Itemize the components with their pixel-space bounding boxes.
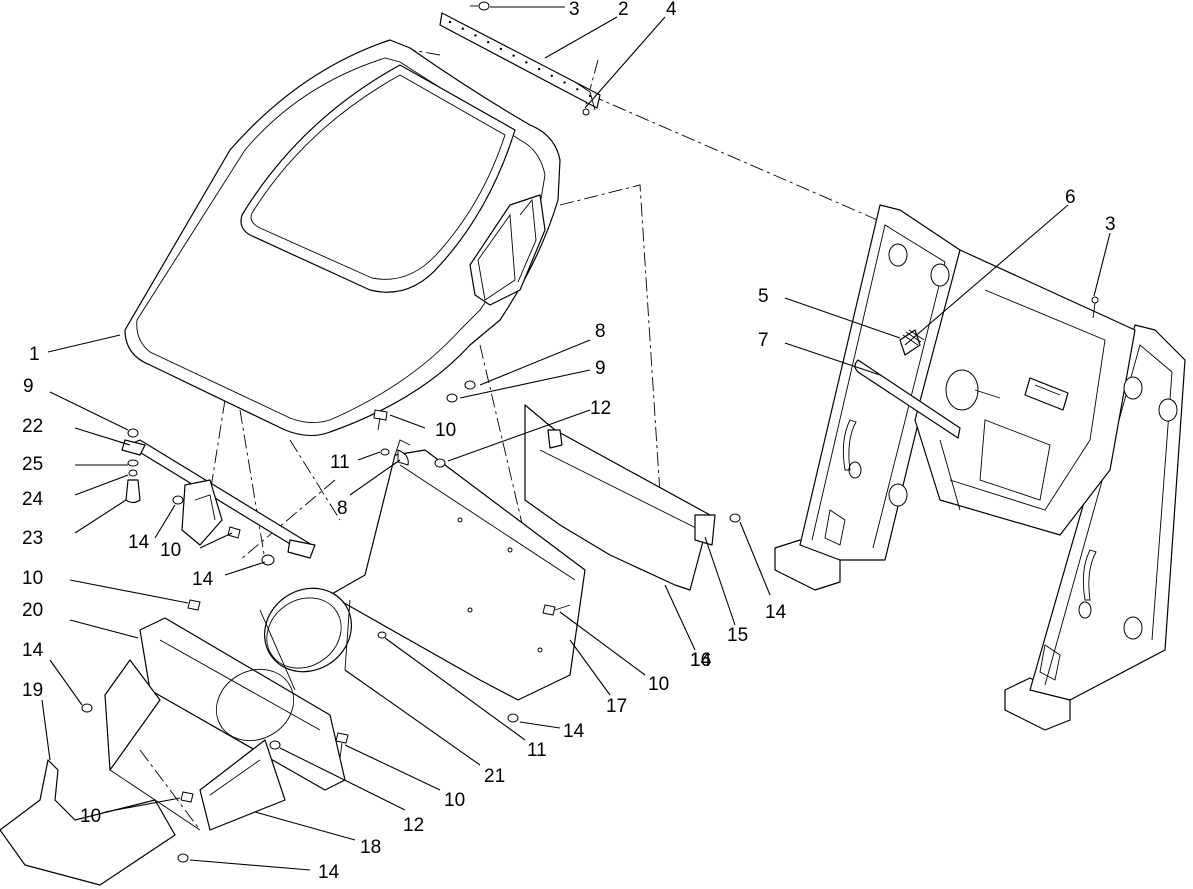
callout-label: 12 <box>403 815 424 836</box>
duct-ring <box>259 587 353 691</box>
callout-label: 14 <box>22 640 44 661</box>
callout-label: 4 <box>666 0 677 20</box>
leader-lines <box>41 6 1111 871</box>
callout-label: 3 <box>1105 214 1116 235</box>
mount-bracket <box>121 428 316 559</box>
strip-hole <box>486 40 490 44</box>
strip-hole <box>448 20 452 24</box>
callout-label: 15 <box>727 625 748 646</box>
callout-label: 10 <box>22 568 43 589</box>
strip-hole <box>499 47 503 51</box>
callout-label: 11 <box>330 452 350 473</box>
callout-label: 14 <box>690 650 712 671</box>
callout-label: 16 <box>690 650 711 671</box>
callout-label: 14 <box>563 721 585 742</box>
callout-label: 8 <box>337 498 348 519</box>
support-frame <box>774 204 1186 731</box>
callouts: 1 2 3 3 4 5 6 7 8 8 9 9 10 10 10 10 10 1… <box>22 0 1116 883</box>
callout-label: 2 <box>618 0 629 20</box>
callout-label: 9 <box>595 358 606 379</box>
callout-label: 10 <box>435 420 456 441</box>
callout-label: 14 <box>765 602 787 623</box>
callout-label: 11 <box>527 740 547 761</box>
callout-label: 10 <box>160 540 181 561</box>
callout-label: 19 <box>22 680 43 701</box>
callout-label: 8 <box>595 321 606 342</box>
side-panel <box>329 439 586 701</box>
hardware <box>81 1 1099 863</box>
callout-label: 10 <box>80 806 101 827</box>
callout-label: 18 <box>360 837 381 858</box>
lower-chute <box>0 659 286 886</box>
callout-label: 5 <box>758 286 769 307</box>
callout-label: 17 <box>606 696 627 717</box>
callout-label: 9 <box>23 376 34 397</box>
strip-hole <box>474 34 477 37</box>
callout-label: 21 <box>484 766 505 787</box>
strip-hole <box>537 67 541 71</box>
callout-label: 3 <box>569 0 580 20</box>
rear-panel <box>524 404 716 591</box>
callout-label: 14 <box>318 862 340 883</box>
callout-label: 10 <box>648 674 669 695</box>
assembly-lines <box>139 44 906 831</box>
hood-cowl <box>124 39 561 437</box>
callout-label: 10 <box>444 790 465 811</box>
callout-label: 20 <box>22 600 43 621</box>
callout-label: 1 <box>29 344 40 365</box>
strip-hole <box>512 54 515 57</box>
strip-hole <box>550 74 554 78</box>
strip-hole <box>563 81 566 84</box>
callout-label: 14 <box>128 532 150 553</box>
callout-label: 6 <box>1065 187 1076 208</box>
seal-strip <box>439 12 601 111</box>
strip-hole <box>576 88 579 91</box>
strip-hole <box>461 27 464 30</box>
callout-label: 23 <box>22 528 43 549</box>
callout-label: 24 <box>22 489 44 510</box>
callout-label: 14 <box>192 569 214 590</box>
callout-label: 7 <box>758 330 769 351</box>
callout-label: 25 <box>22 454 43 475</box>
strip-hole <box>525 61 528 64</box>
callout-label: 12 <box>590 398 611 419</box>
callout-label: 22 <box>22 416 43 437</box>
